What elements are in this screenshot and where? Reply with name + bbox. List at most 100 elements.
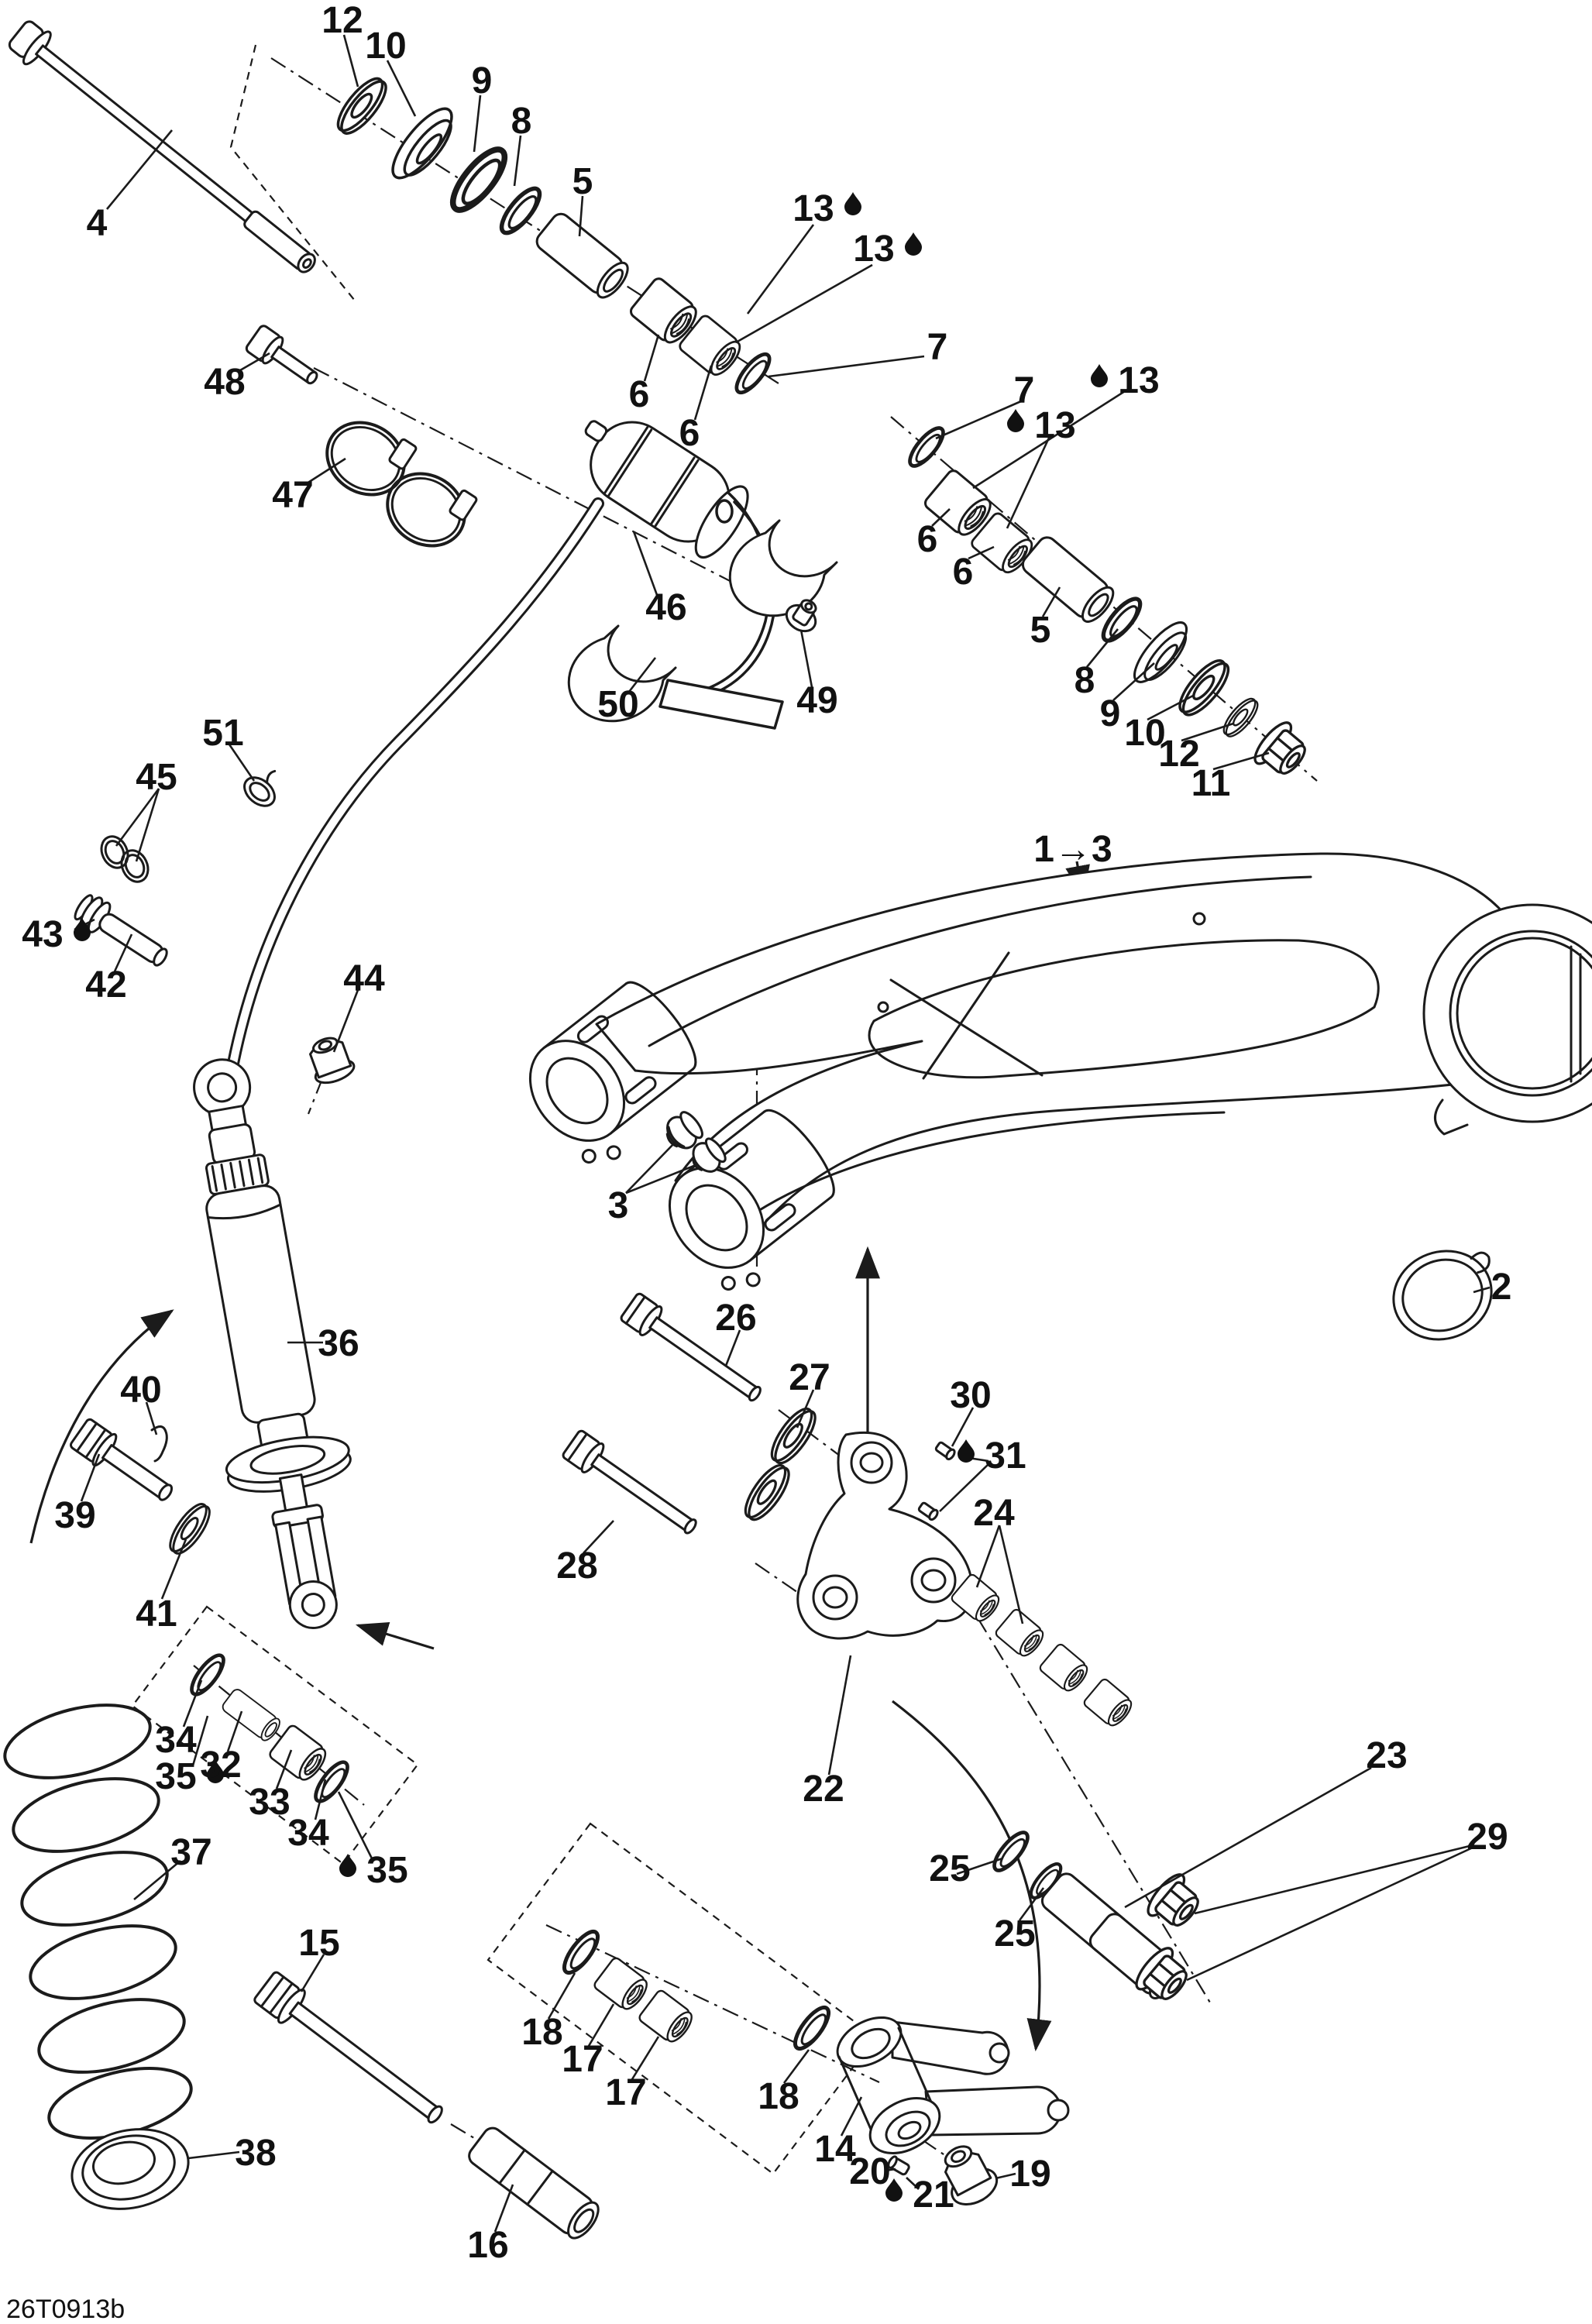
rubber-pad-50 (728, 519, 838, 617)
leader-line (513, 135, 522, 187)
part-number: 21 (913, 2174, 954, 2216)
part-number: 9 (1100, 693, 1121, 734)
part-number: 42 (85, 964, 126, 1006)
part-number: 51 (202, 713, 243, 754)
part-label-36: 36 (287, 1323, 359, 1364)
leader-line (1147, 693, 1195, 721)
part-label-17: 17 (562, 2003, 615, 2080)
leader-line (735, 263, 873, 344)
part-label-21: 21 (885, 2174, 954, 2216)
part-number: 6 (629, 374, 650, 415)
leader-line (115, 788, 160, 847)
leader-line (632, 531, 658, 596)
part-label-35: 35 (337, 1791, 408, 1891)
leader-line (1006, 435, 1051, 529)
part-number: 44 (343, 958, 385, 999)
leader-line (1194, 1844, 1473, 1915)
cotter-pin-40 (150, 1425, 168, 1463)
reservoir-canister-46 (584, 420, 749, 559)
leader-line (746, 224, 815, 315)
part-number: 46 (645, 587, 686, 628)
part-label-34: 34 (155, 1679, 203, 1761)
grease-fitting-20 (887, 2155, 910, 2176)
part-number: 1→3 (1033, 829, 1112, 870)
shock-lower-hardware (69, 1418, 217, 1560)
grease-fitting-30 (934, 1441, 956, 1461)
part-label-24: 24 (973, 1493, 1024, 1624)
leader-line (625, 1164, 696, 1195)
part-label-41: 41 (136, 1538, 187, 1635)
part-label-5: 5 (573, 161, 593, 237)
part-number: 12 (321, 0, 363, 41)
part-number: 26 (715, 1298, 756, 1339)
cup-washer-10 (382, 99, 466, 190)
part-number: 34 (155, 1720, 197, 1761)
leader-line (968, 545, 995, 560)
washer-41 (163, 1497, 217, 1560)
washer-12 (1218, 693, 1264, 742)
part-label-19: 19 (995, 2154, 1051, 2195)
part-label-13: 13 (746, 188, 861, 315)
shock-absorber-36 (193, 1058, 352, 1629)
part-number: 38 (235, 2133, 276, 2174)
leader-line (191, 1715, 209, 1766)
leader-line (885, 2168, 896, 2172)
part-number: 9 (472, 60, 493, 101)
leader-line (631, 2036, 660, 2080)
leader-line (956, 1857, 1003, 1875)
part-number: 20 (849, 2151, 890, 2192)
leader-line (182, 1679, 203, 1728)
rear-axle-housing (1422, 903, 1592, 1123)
part-label-12: 12 (1158, 722, 1234, 775)
part-number: 13 (1034, 405, 1075, 446)
washer-10 (1171, 652, 1237, 723)
leader-line (1018, 1887, 1045, 1921)
part-label-38: 38 (187, 2133, 277, 2174)
part-number: 6 (917, 519, 938, 560)
pivot-axle-bolt-4 (8, 20, 316, 273)
leader-line (939, 1463, 989, 1512)
part-label-22: 22 (803, 1655, 852, 1810)
grease-fitting-30 (917, 1501, 939, 1521)
part-label-40: 40 (120, 1370, 162, 1435)
part-label-13: 13 (1006, 405, 1076, 529)
part-number: 34 (287, 1813, 329, 1854)
part-number: 24 (973, 1493, 1015, 1534)
part-number: 16 (467, 2225, 508, 2266)
part-number: 35 (155, 1756, 196, 1797)
leader-line (998, 1525, 1024, 1624)
part-label-16: 16 (467, 2184, 514, 2266)
part-label-37: 37 (133, 1832, 212, 1900)
part-label-3: 3 (608, 1141, 696, 1226)
leader-line (1112, 662, 1155, 701)
part-number: 30 (950, 1375, 991, 1416)
leader-line (493, 2184, 514, 2233)
ring-7 (905, 423, 949, 470)
part-label-42: 42 (85, 933, 133, 1006)
part-label-50: 50 (597, 657, 657, 725)
oil-droplet-icon (1091, 364, 1108, 387)
part-number: 49 (796, 680, 837, 721)
parts-artwork (3, 20, 1592, 2240)
part-number: 19 (1009, 2154, 1050, 2195)
needle-bearing-17 (591, 1955, 653, 2015)
flange-nut-19 (944, 2145, 999, 2205)
part-label-18: 18 (521, 1972, 576, 2053)
part-label-26: 26 (715, 1298, 757, 1367)
link-bearing-chain (949, 1572, 1209, 2011)
part-label-17: 17 (605, 2036, 660, 2113)
leader-line (625, 1141, 676, 1194)
part-number: 33 (249, 1782, 290, 1823)
leader-line (1181, 722, 1234, 742)
leader-line (275, 1749, 293, 1789)
reservoir-hose (225, 497, 604, 1081)
part-label-44: 44 (332, 958, 385, 1053)
leader-line (935, 400, 1022, 440)
leader-line (995, 2172, 1016, 2180)
leader-line (724, 1329, 741, 1367)
front-pivot-clamp-upper (528, 981, 697, 1164)
pin-and-orings (74, 835, 356, 1085)
part-label-28: 28 (556, 1520, 614, 1587)
part-label-2: 2 (1473, 1267, 1511, 1308)
